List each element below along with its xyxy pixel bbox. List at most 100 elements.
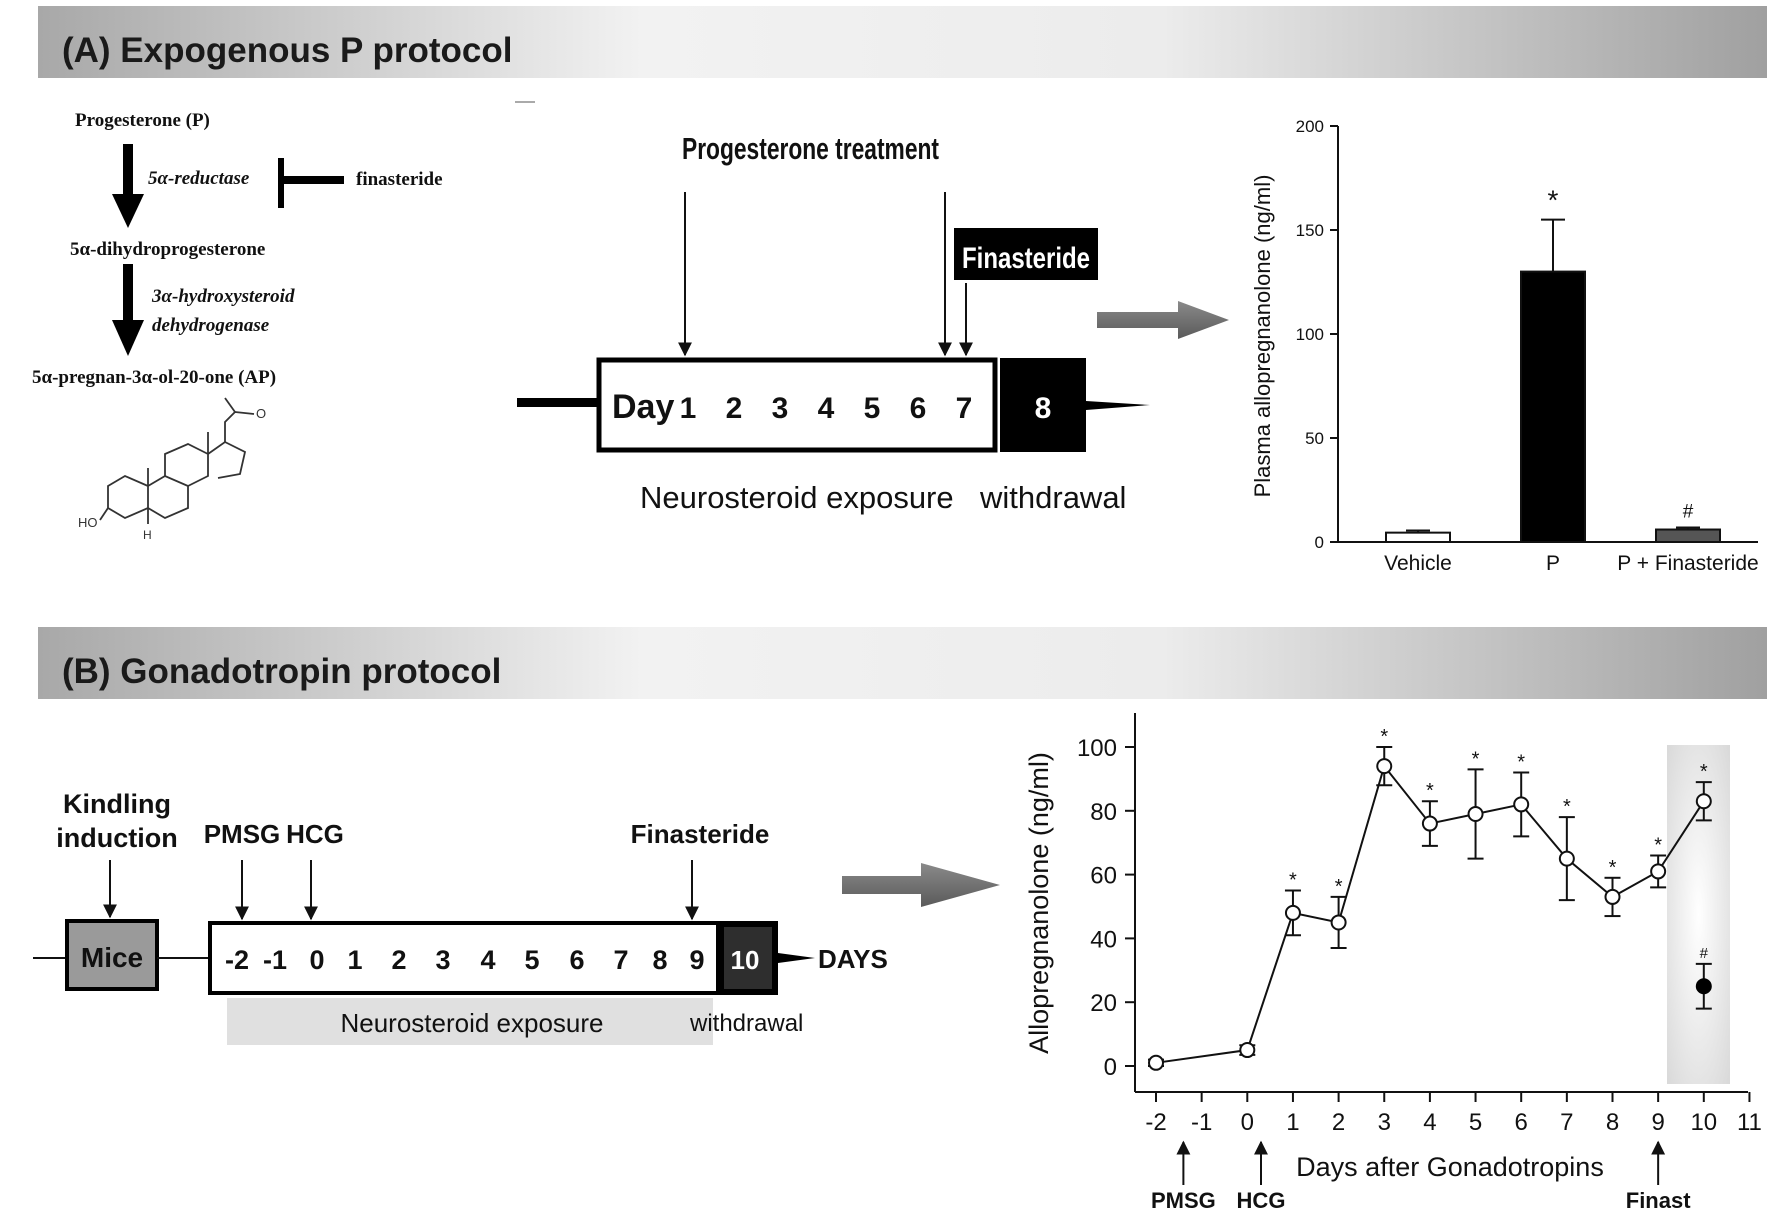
bar-ytick-label: 0 <box>1315 533 1324 552</box>
pathway-substrate: Progesterone (P) <box>75 110 210 131</box>
hcg-label: HCG <box>286 819 344 849</box>
mice-box <box>65 919 159 991</box>
point-annotation: * <box>1472 748 1480 770</box>
pathway-arrow-2-shaft <box>123 264 133 322</box>
line-xtick-label: 11 <box>1737 1109 1762 1136</box>
pathway-arrow-1-shaft <box>123 144 133 196</box>
timeline-a-line-left <box>517 398 599 407</box>
withdrawal-box-b-inner <box>724 927 772 989</box>
pathway-inhibitor: finasteride <box>356 169 443 190</box>
day-b-2: 2 <box>391 945 406 975</box>
line-xtick-label: 8 <box>1606 1109 1619 1136</box>
line-xtick-label: 3 <box>1378 1109 1391 1136</box>
exposure-band-b <box>227 998 713 1045</box>
timeline-b-arrow-tip <box>778 953 815 963</box>
withdrawal-label-a: withdrawal <box>979 480 1126 515</box>
struct-o: O <box>256 406 266 421</box>
line-xtick-label: 2 <box>1332 1109 1345 1136</box>
bar-ytick-label: 50 <box>1305 429 1324 448</box>
line-xtick-label: 10 <box>1690 1109 1717 1136</box>
point-annotation: * <box>1654 834 1662 856</box>
scan-artifact <box>515 101 535 103</box>
pathway: Progesterone (P) 5α-reductase finasterid… <box>32 110 443 542</box>
withdrawal-box-a <box>1000 358 1086 452</box>
data-point-5 <box>1421 815 1438 832</box>
struct-h: H <box>143 528 152 542</box>
line-xtick-label: 4 <box>1423 1109 1436 1136</box>
line-ytick-label: 40 <box>1090 926 1117 953</box>
day-a-2: 2 <box>726 392 743 425</box>
pathway-enzyme-2-line1: 3α-hydroxysteroid <box>151 286 295 307</box>
day-b-1: 1 <box>347 945 362 975</box>
line-xtick-label: -2 <box>1145 1109 1166 1136</box>
flow-arrow-b <box>842 863 1000 907</box>
day-b-0: 0 <box>309 945 324 975</box>
pmsg-label: PMSG <box>204 819 281 849</box>
line-xtick-label: 0 <box>1241 1109 1254 1136</box>
data-point-0 <box>1148 1054 1164 1071</box>
marker-label-hcg: HCG <box>1237 1188 1286 1212</box>
bar-annotation: * <box>1548 185 1559 216</box>
day-b-6: 6 <box>569 945 584 975</box>
treatment-label: Progesterone treatment <box>682 131 939 166</box>
bar-category-label: P <box>1546 552 1560 575</box>
line-chart: Allopregnanolone (ng/ml) Days after Gona… <box>1024 713 1762 1212</box>
bar-chart-ylabel: Plasma allopregnanolone (ng/ml) <box>1250 175 1275 498</box>
point-annotation: * <box>1609 857 1617 879</box>
point-annotation: * <box>1517 752 1525 774</box>
bar-category-label: Vehicle <box>1384 552 1452 575</box>
line-ytick-label: 0 <box>1104 1054 1117 1081</box>
bar-ytick-label: 150 <box>1296 221 1324 240</box>
exposure-box-a <box>596 357 998 453</box>
day-a-5: 5 <box>864 392 881 425</box>
day-b--1: -1 <box>263 945 287 975</box>
bar-1 <box>1520 270 1586 543</box>
pathway-enzyme-1: 5α-reductase <box>148 168 250 189</box>
data-point-6 <box>1467 805 1484 822</box>
pathway-arrow-1-head <box>112 194 144 228</box>
day-a-6: 6 <box>910 392 927 425</box>
line-chart-ylabel: Allopregnanolone (ng/ml) <box>1024 752 1054 1054</box>
panel-b-header-bar <box>38 627 1767 699</box>
line-xtick-label: 7 <box>1560 1109 1573 1136</box>
pathway-intermediate: 5α-dihydroprogesterone <box>70 239 265 260</box>
inhibition-line <box>284 176 344 184</box>
timeline-a-arrow-tip <box>1086 401 1150 410</box>
finasteride-label-b: Finasteride <box>631 819 770 849</box>
line-ytick-label: 100 <box>1077 735 1117 762</box>
data-point-10 <box>1650 863 1667 880</box>
point-annotation: * <box>1380 726 1388 748</box>
data-point-3 <box>1330 914 1347 931</box>
day-b-5: 5 <box>524 945 539 975</box>
pathway-arrow-2-head <box>112 320 144 356</box>
line-ytick-label: 80 <box>1090 799 1117 826</box>
withdrawal-label-b: withdrawal <box>689 1010 803 1037</box>
finasteride-data-point <box>1695 978 1712 995</box>
steroid-structure <box>99 397 255 524</box>
timeline-a: Progesterone treatment Finasteride Day 1… <box>515 101 1150 515</box>
panel-a-header-bar <box>38 6 1767 78</box>
pathway-enzyme-2-line2: dehydrogenase <box>152 315 270 336</box>
line-xtick-label: 6 <box>1515 1109 1528 1136</box>
bar-ytick-label: 100 <box>1296 325 1324 344</box>
day-a-1: 1 <box>680 392 697 425</box>
line-ytick-label: 60 <box>1090 863 1117 890</box>
days-label: DAYS <box>818 944 888 974</box>
line-xtick-label: 9 <box>1651 1109 1664 1136</box>
inhibition-bar <box>278 158 284 208</box>
line-ytick-label: 20 <box>1090 990 1117 1017</box>
data-point-11 <box>1695 793 1712 810</box>
panel-a-title: (A) Expogenous P protocol <box>62 31 512 70</box>
day-a-7: 7 <box>956 392 973 425</box>
point-annotation: * <box>1700 761 1708 783</box>
withdrawal-day-b: 10 <box>731 945 760 975</box>
data-point-8 <box>1558 850 1575 867</box>
line-chart-xlabel: Days after Gonadotropins <box>1296 1152 1604 1182</box>
pathway-product: 5α-pregnan-3α-ol-20-one (AP) <box>32 367 276 388</box>
timeline-b: Kindling induction Mice PMSG HCG Finaste… <box>33 789 888 1045</box>
marker-label-finast: Finast <box>1626 1188 1691 1212</box>
day-a-4: 4 <box>818 392 835 425</box>
marker-label-pmsg: PMSG <box>1151 1188 1216 1212</box>
day-a-3: 3 <box>772 392 789 425</box>
